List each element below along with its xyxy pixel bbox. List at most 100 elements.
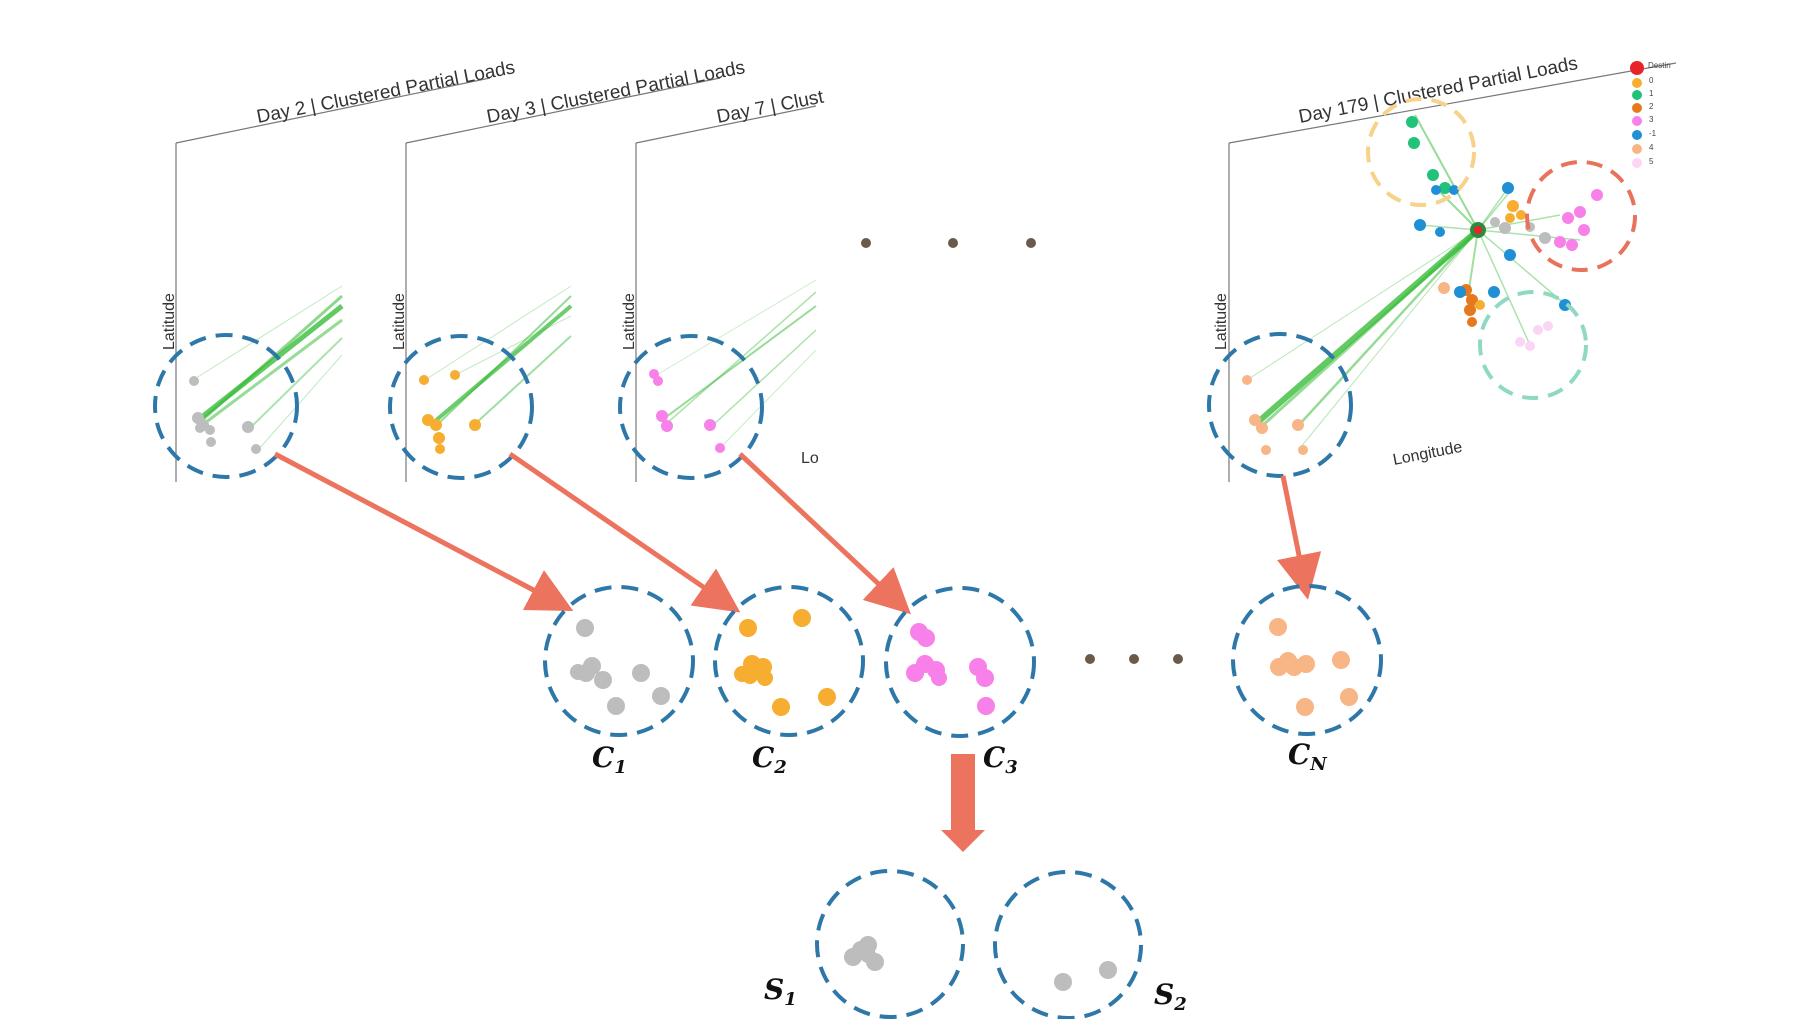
legend-label: -1: [1649, 129, 1657, 138]
cluster-points: [734, 609, 836, 716]
cluster-highlight-ring: [618, 334, 764, 480]
data-point: [195, 423, 205, 433]
data-point: [1256, 422, 1268, 434]
subcluster-label: S1: [764, 973, 797, 1010]
data-point: [1507, 200, 1519, 212]
data-point: [1554, 236, 1566, 248]
flow-lines: [654, 279, 817, 449]
x-axis-label: Lo: [801, 450, 819, 467]
arrow-day2-to-c1: [273, 451, 574, 611]
ellipsis-dot: [1173, 654, 1183, 664]
cluster-highlight-ring: [1207, 332, 1353, 478]
data-point: [1515, 337, 1525, 347]
data-point: [1414, 219, 1426, 231]
y-axis-label: Latitude: [621, 293, 638, 350]
legend-label: 4: [1649, 143, 1654, 152]
legend-label: 5: [1649, 157, 1654, 166]
data-point: [435, 444, 445, 454]
cluster-point: [1332, 651, 1350, 669]
cluster-point: [976, 669, 994, 687]
data-point: [1490, 217, 1500, 227]
subcluster-ring: [815, 869, 965, 1019]
cluster-c2: C2: [713, 585, 865, 778]
data-point: [704, 419, 716, 431]
data-point: [1562, 212, 1574, 224]
subcluster-s2: S2: [993, 870, 1187, 1019]
cluster-point: [977, 697, 995, 715]
flow-lines: [1246, 114, 1581, 449]
legend: Destin 0 1 2 3 -1 4 5: [1630, 61, 1671, 168]
subcluster-point: [1054, 973, 1072, 991]
data-points: [189, 376, 261, 454]
data-point: [1559, 299, 1571, 311]
panel-title: Day 179 | Clustered Partial Loads: [1297, 53, 1580, 128]
cluster-ring-yellow: [1366, 97, 1476, 207]
data-point: [433, 432, 445, 444]
legend-label: 3: [1649, 115, 1654, 124]
cluster-point: [931, 670, 947, 686]
panel-day3: Day 3 | Clustered Partial Loads Latitude: [388, 57, 747, 482]
data-point: [189, 376, 199, 386]
data-point: [1516, 210, 1526, 220]
cluster-point: [739, 619, 757, 637]
cluster-point: [576, 619, 594, 637]
data-point: [715, 443, 725, 453]
data-point: [469, 419, 481, 431]
cluster-label: C3: [983, 741, 1018, 778]
cluster-ring: [713, 585, 865, 737]
split-arrow: [941, 754, 985, 852]
data-point: [1466, 294, 1478, 306]
data-point: [1578, 224, 1590, 236]
split-arrow-shaft: [951, 754, 975, 830]
y-axis-label: Latitude: [1213, 293, 1230, 350]
data-point: [1292, 419, 1304, 431]
legend-marker: [1632, 144, 1642, 154]
data-point: [1502, 182, 1514, 194]
legend-label: Destin: [1648, 61, 1671, 70]
data-point: [419, 375, 429, 385]
data-point: [1467, 317, 1477, 327]
legend-marker: [1632, 90, 1642, 100]
ellipsis-top: [861, 238, 1036, 248]
cluster-ring-teal: [1478, 290, 1588, 400]
data-point: [1504, 249, 1516, 261]
data-point: [242, 421, 254, 433]
data-points: [649, 369, 725, 453]
cluster-point: [1297, 655, 1315, 673]
data-point: [1439, 182, 1451, 194]
data-point: [1242, 375, 1252, 385]
flow-lines: [424, 285, 573, 425]
cluster-points: [570, 619, 670, 715]
arrow-day7-to-c3: [738, 452, 911, 615]
subcluster-label: S2: [1154, 978, 1187, 1015]
flow-lines: [192, 285, 344, 451]
cluster-point: [772, 698, 790, 716]
cluster-point: [1296, 698, 1314, 716]
cluster-points: [906, 623, 995, 715]
ellipsis-dot: [1129, 654, 1139, 664]
cluster-point: [632, 664, 650, 682]
arrows: [273, 451, 1322, 615]
data-point: [1406, 116, 1418, 128]
cluster-point: [818, 688, 836, 706]
ellipsis-middle: [1085, 654, 1183, 664]
cluster-label: CN: [1288, 738, 1328, 775]
data-point: [661, 420, 673, 432]
cluster-point: [583, 657, 601, 675]
x-axis-label: Longitude: [1392, 439, 1464, 469]
data-point: [1475, 300, 1485, 310]
data-point: [205, 425, 215, 435]
cluster-point: [607, 697, 625, 715]
arrow-day3-to-c2: [508, 451, 741, 613]
subcluster-point: [860, 947, 876, 963]
cluster-cn: CN: [1231, 584, 1383, 775]
subcluster-points: [844, 936, 884, 971]
y-axis-label: Latitude: [391, 293, 408, 350]
data-point: [1574, 206, 1586, 218]
subcluster-ring: [993, 870, 1143, 1019]
cluster-point: [1269, 618, 1287, 636]
data-point: [1438, 282, 1450, 294]
data-point: [653, 376, 663, 386]
panel-top-edge: [1228, 62, 1677, 144]
